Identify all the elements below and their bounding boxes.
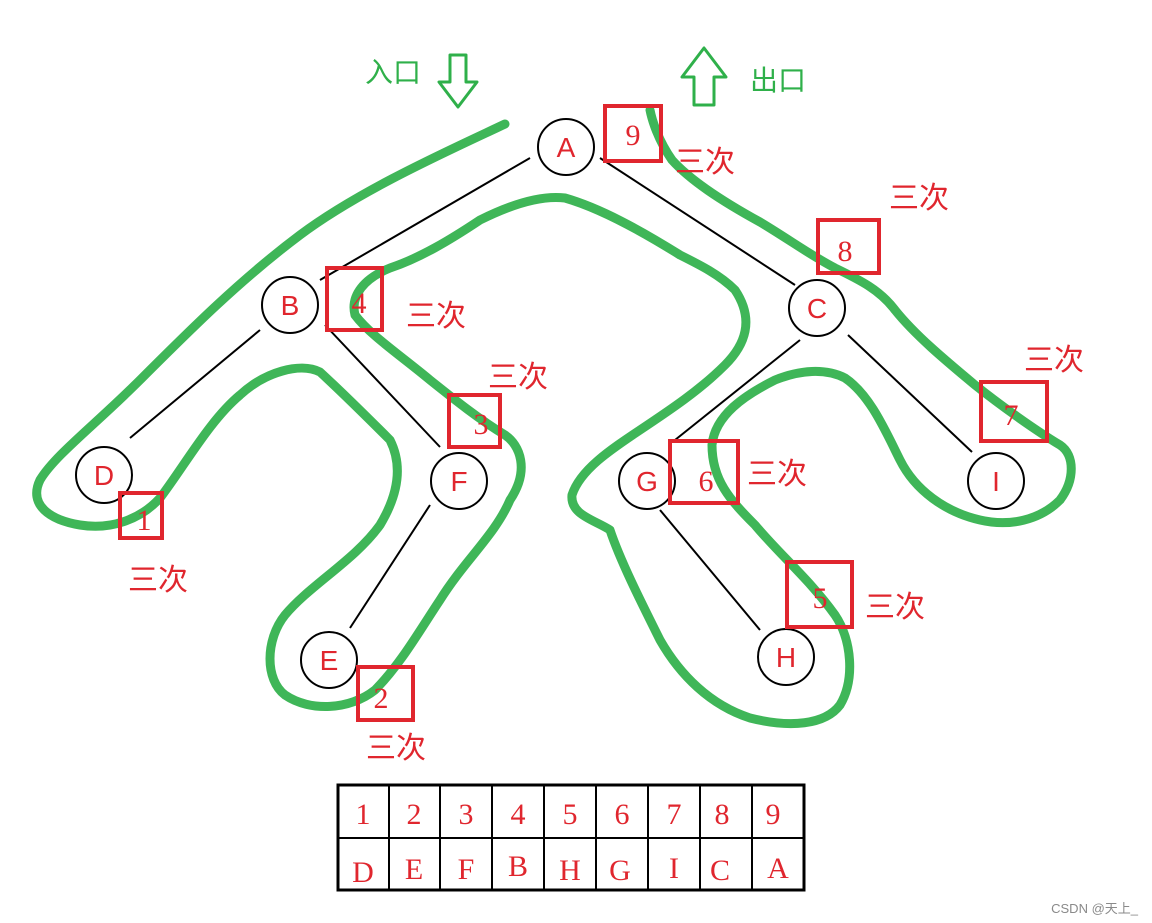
- node-f: F: [430, 452, 488, 510]
- times-label-3: 三次: [488, 360, 548, 395]
- node-g: G: [618, 452, 676, 510]
- edge-a-c: [599, 157, 796, 286]
- table-cell-order: 6: [615, 798, 630, 831]
- traversal-path-outer-left: [32, 105, 1076, 729]
- node-e-label: E: [320, 645, 339, 676]
- step-5-label: 5: [813, 582, 828, 615]
- node-a: A: [537, 118, 595, 176]
- edge-c-g: [674, 339, 801, 441]
- up-arrow-icon: [680, 46, 728, 107]
- times-label-6: 三次: [747, 457, 807, 492]
- exit-label: 出口: [750, 64, 806, 97]
- step-9-label: 9: [626, 119, 641, 152]
- step-box-2: 2: [356, 665, 415, 722]
- node-i: I: [967, 452, 1025, 510]
- table-cell-order: 5: [563, 798, 578, 831]
- node-d: D: [75, 446, 133, 504]
- table-cell-order: 2: [407, 798, 422, 831]
- table-cell-node: I: [669, 852, 679, 885]
- table-cell-node: E: [405, 853, 423, 886]
- node-g-label: G: [636, 466, 658, 497]
- step-2-label: 2: [374, 682, 389, 715]
- node-c-label: C: [807, 293, 827, 324]
- table-cell-node: A: [767, 852, 789, 885]
- node-b: B: [261, 276, 319, 334]
- table-cell-node: G: [609, 854, 631, 887]
- step-box-9: 9: [603, 104, 663, 163]
- step-4-label: 4: [352, 287, 367, 320]
- step-box-7: 7: [979, 380, 1049, 443]
- table-cell-order: 9: [766, 798, 781, 831]
- down-arrow-icon: [437, 53, 479, 109]
- step-8-label: 8: [838, 235, 853, 268]
- node-c: C: [788, 279, 846, 337]
- table-cell-node: D: [352, 856, 374, 889]
- times-label-7: 三次: [1024, 343, 1084, 378]
- step-box-1: 1: [118, 491, 164, 540]
- step-box-5: 5: [785, 560, 854, 629]
- node-d-label: D: [94, 460, 114, 491]
- tree-edges: [129, 157, 973, 631]
- step-3-label: 3: [474, 408, 489, 441]
- node-h: H: [757, 628, 815, 686]
- edge-c-i: [847, 334, 973, 453]
- table-cell-order: 7: [667, 798, 682, 831]
- edge-a-b: [319, 157, 531, 281]
- table-cell-order: 4: [511, 798, 526, 831]
- times-label-9: 三次: [675, 145, 735, 180]
- step-box-4: 4: [325, 266, 384, 332]
- times-label-8: 三次: [889, 181, 949, 216]
- edge-b-d: [129, 329, 261, 439]
- node-a-label: A: [557, 132, 576, 163]
- node-b-label: B: [281, 290, 300, 321]
- table-cell-node: H: [559, 854, 581, 887]
- table-order-row: 1 2 3 4 5 6 7 8 9: [356, 798, 781, 831]
- watermark: CSDN @天上_: [1051, 901, 1139, 916]
- table-cell-node: C: [710, 854, 730, 887]
- times-annotations: 三次 三次 三次 三次 三次 三次 三次 三次 三次: [128, 145, 1084, 766]
- table-cell-order: 3: [459, 798, 474, 831]
- node-f-label: F: [450, 466, 467, 497]
- table-cell-node: B: [508, 850, 528, 883]
- table-cell-order: 1: [356, 798, 371, 831]
- step-6-label: 6: [699, 465, 714, 498]
- times-label-4: 三次: [406, 299, 466, 334]
- node-e: E: [300, 631, 358, 689]
- step-boxes: 9 8 4 3 7 6 1 5: [118, 104, 1049, 722]
- times-label-5: 三次: [865, 590, 925, 625]
- node-h-label: H: [776, 642, 796, 673]
- step-1-label: 1: [137, 504, 152, 537]
- edge-f-e: [349, 504, 431, 629]
- times-label-2: 三次: [366, 731, 426, 766]
- edge-g-h: [659, 509, 761, 631]
- times-label-1: 三次: [128, 563, 188, 598]
- postorder-table: 1 2 3 4 5 6 7 8 9 D E F B H G I C A: [336, 783, 806, 892]
- table-cell-order: 8: [715, 798, 730, 831]
- step-7-label: 7: [1004, 399, 1019, 432]
- step-box-8: 8: [816, 218, 881, 275]
- entry-exit: 入口 出口: [365, 46, 806, 109]
- edge-b-f: [324, 324, 441, 448]
- table-cell-node: F: [458, 853, 475, 886]
- step-box-6: 6: [668, 439, 740, 505]
- entry-label: 入口: [365, 56, 421, 89]
- step-box-3: 3: [447, 393, 502, 449]
- node-i-label: I: [992, 466, 1000, 497]
- traversal-path: [32, 105, 1076, 729]
- tree-nodes: A B C D F E G H: [75, 118, 1025, 689]
- table-node-row: D E F B H G I C A: [352, 850, 789, 889]
